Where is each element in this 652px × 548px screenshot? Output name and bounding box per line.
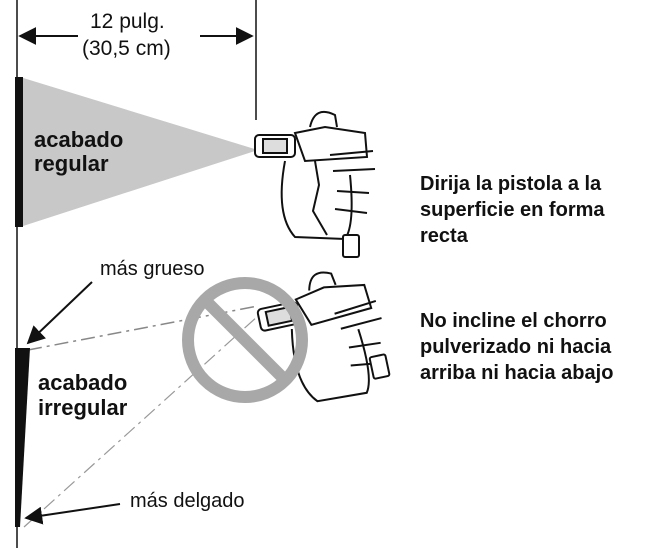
tilted-spray-lower-edge bbox=[23, 315, 259, 528]
spray-fan-even bbox=[20, 77, 258, 227]
even-coat-bar bbox=[15, 77, 23, 227]
even-finish-line1: acabado bbox=[34, 127, 124, 152]
thinner-label: más delgado bbox=[130, 490, 245, 512]
instruction-tilt-line2: pulverizado ni hacia bbox=[420, 336, 612, 358]
instruction-tilt-line3: arriba ni hacia abajo bbox=[420, 362, 614, 384]
even-finish-line2: regular bbox=[34, 151, 109, 176]
thinner-arrow bbox=[24, 503, 121, 525]
instruction-straight-line3: recta bbox=[420, 225, 468, 247]
instruction-tilt-line1: No incline el chorro bbox=[420, 310, 607, 332]
prohibition-icon bbox=[182, 277, 308, 403]
thicker-label: más grueso bbox=[100, 258, 205, 280]
distance-imperial: 12 pulg. bbox=[90, 10, 165, 33]
uneven-finish-line2: irregular bbox=[38, 395, 128, 420]
thicker-arrow bbox=[26, 281, 93, 345]
uneven-coat-wedge bbox=[15, 348, 30, 527]
instruction-straight-line2: superficie en forma bbox=[420, 199, 605, 221]
spray-gun-icon bbox=[254, 111, 376, 258]
uneven-finish-line1: acabado bbox=[38, 370, 128, 395]
distance-metric: (30,5 cm) bbox=[82, 37, 171, 60]
instruction-straight-line1: Dirija la pistola a la bbox=[420, 173, 602, 195]
